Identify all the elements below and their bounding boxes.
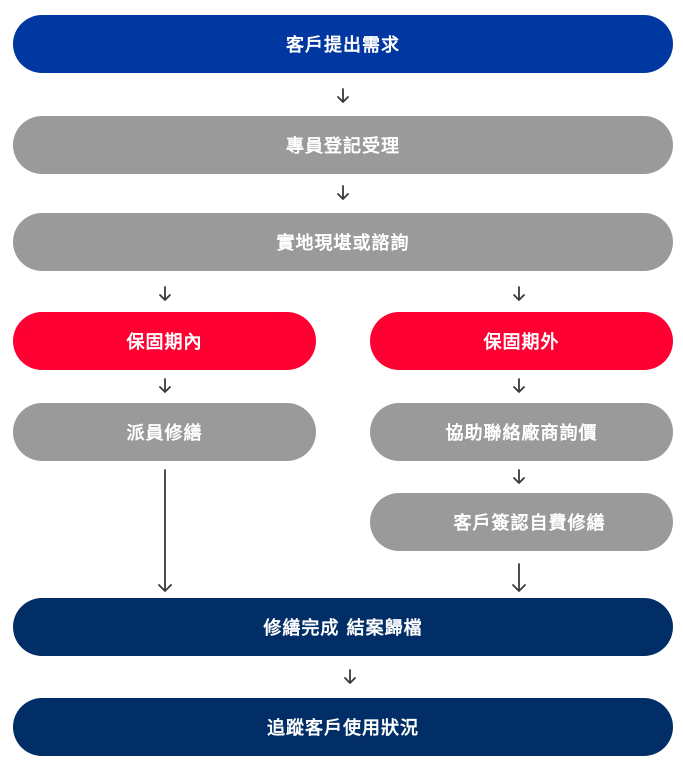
step-label: 專員登記受理 bbox=[286, 136, 400, 157]
step-label: 客戶提出需求 bbox=[286, 35, 400, 56]
step-label: 派員修繕 bbox=[126, 423, 203, 444]
arrow-survey-to-out-warranty bbox=[513, 286, 525, 301]
step-label: 協助聯絡廠商詢價 bbox=[445, 423, 598, 444]
step-label: 客戶簽認自費修繕 bbox=[453, 513, 606, 534]
arrow-register-to-survey bbox=[337, 185, 349, 200]
step-label: 保固期內 bbox=[126, 332, 203, 353]
step-dispatch-repair: 派員修繕 bbox=[13, 403, 316, 461]
arrow-complete-to-follow-up bbox=[344, 669, 356, 684]
step-out-warranty: 保固期外 bbox=[370, 312, 673, 370]
step-label: 實地現堪或諮詢 bbox=[276, 233, 410, 254]
arrow-confirm-to-complete bbox=[512, 563, 526, 592]
arrow-survey-to-in-warranty bbox=[159, 286, 171, 301]
step-follow-up: 追蹤客戶使用狀況 bbox=[13, 698, 673, 756]
step-staff-register: 專員登記受理 bbox=[13, 116, 673, 174]
step-label: 修繕完成 結案歸檔 bbox=[263, 618, 423, 639]
step-customer-confirm: 客戶簽認自費修繕 bbox=[370, 493, 673, 551]
step-site-survey: 實地現堪或諮詢 bbox=[13, 213, 673, 271]
arrow-dispatch-to-complete bbox=[158, 469, 172, 592]
arrow-out-warranty-to-quote bbox=[513, 378, 525, 393]
step-customer-request: 客戶提出需求 bbox=[13, 15, 673, 73]
arrow-request-to-register bbox=[337, 88, 349, 103]
step-repair-complete: 修繕完成 結案歸檔 bbox=[13, 598, 673, 656]
step-vendor-quote: 協助聯絡廠商詢價 bbox=[370, 403, 673, 461]
arrow-in-warranty-to-dispatch bbox=[159, 378, 171, 393]
step-label: 追蹤客戶使用狀況 bbox=[267, 718, 419, 739]
step-in-warranty: 保固期內 bbox=[13, 312, 316, 370]
arrow-quote-to-confirm bbox=[513, 469, 525, 484]
step-label: 保固期外 bbox=[483, 332, 560, 353]
